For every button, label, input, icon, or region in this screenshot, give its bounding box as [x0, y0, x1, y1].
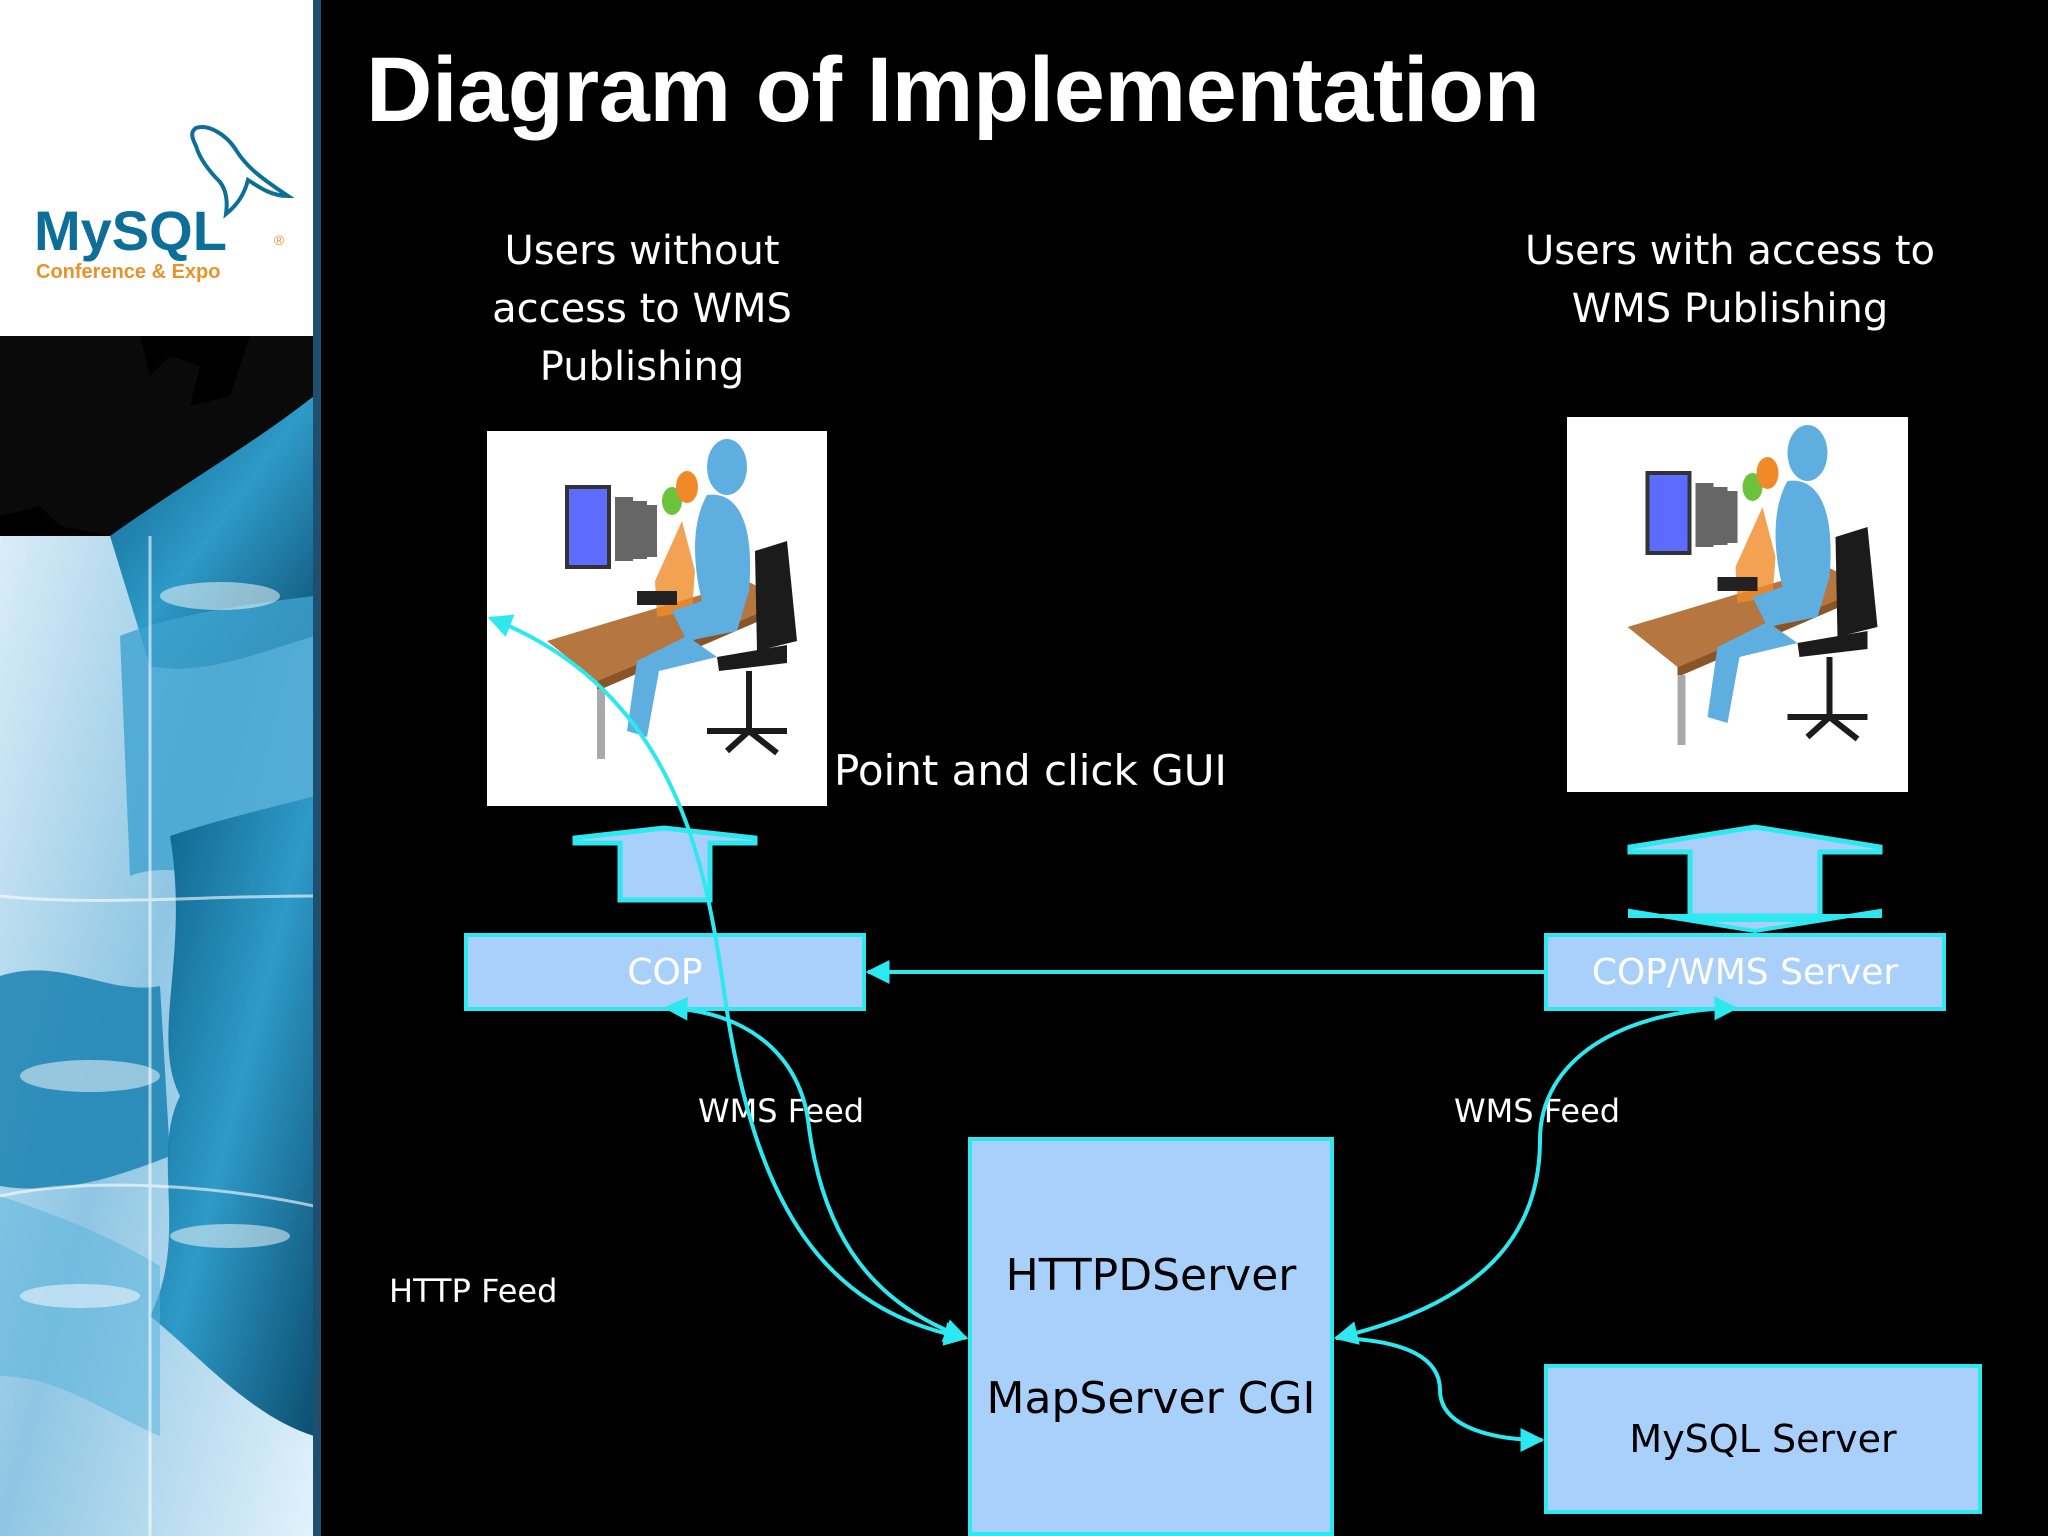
mysql-logo: MySQL ® Conference & Expo — [34, 125, 295, 283]
up-block-arrow — [572, 825, 758, 903]
mysql-server-label: MySQL Server — [1629, 1417, 1897, 1461]
server-to-mysql-connector — [1335, 1336, 1545, 1452]
wms-feed-right-connector — [1333, 996, 1739, 1345]
users-with-caption: Users with access to WMS Publishing — [1525, 228, 1935, 332]
logo-wordmark: MySQL — [34, 199, 227, 262]
logo-subtitle: Conference & Expo — [36, 261, 220, 283]
sidebar-divider — [313, 0, 321, 1536]
double-block-arrow-top — [1627, 824, 1883, 919]
mapserver-cgi-label: MapServer CGI — [986, 1372, 1316, 1424]
mysql-server-box: MySQL Server — [1544, 1364, 1982, 1514]
cop-wms-server-label: COP/WMS Server — [1591, 951, 1899, 993]
registered-mark: ® — [274, 232, 285, 248]
server-box: HTTPDServer MapServer CGI — [968, 1137, 1334, 1536]
logo-panel: MySQL ® Conference & Expo — [0, 0, 314, 336]
httpd-server-label: HTTPDServer — [1005, 1249, 1297, 1301]
users-without-caption: Users without access to WMS Publishing — [492, 228, 792, 390]
page-title: Diagram of Implementation — [366, 39, 1540, 141]
http-feed-connector — [487, 614, 969, 1346]
users-with-image — [1567, 417, 1908, 792]
puzzle-image — [0, 336, 315, 1536]
wms-feed-left-connector — [663, 996, 969, 1342]
users-at-computers-icon — [1627, 425, 1878, 745]
sidebar-decoration: MySQL ® Conference & Expo — [0, 0, 316, 1536]
dolphin-icon — [190, 125, 295, 219]
